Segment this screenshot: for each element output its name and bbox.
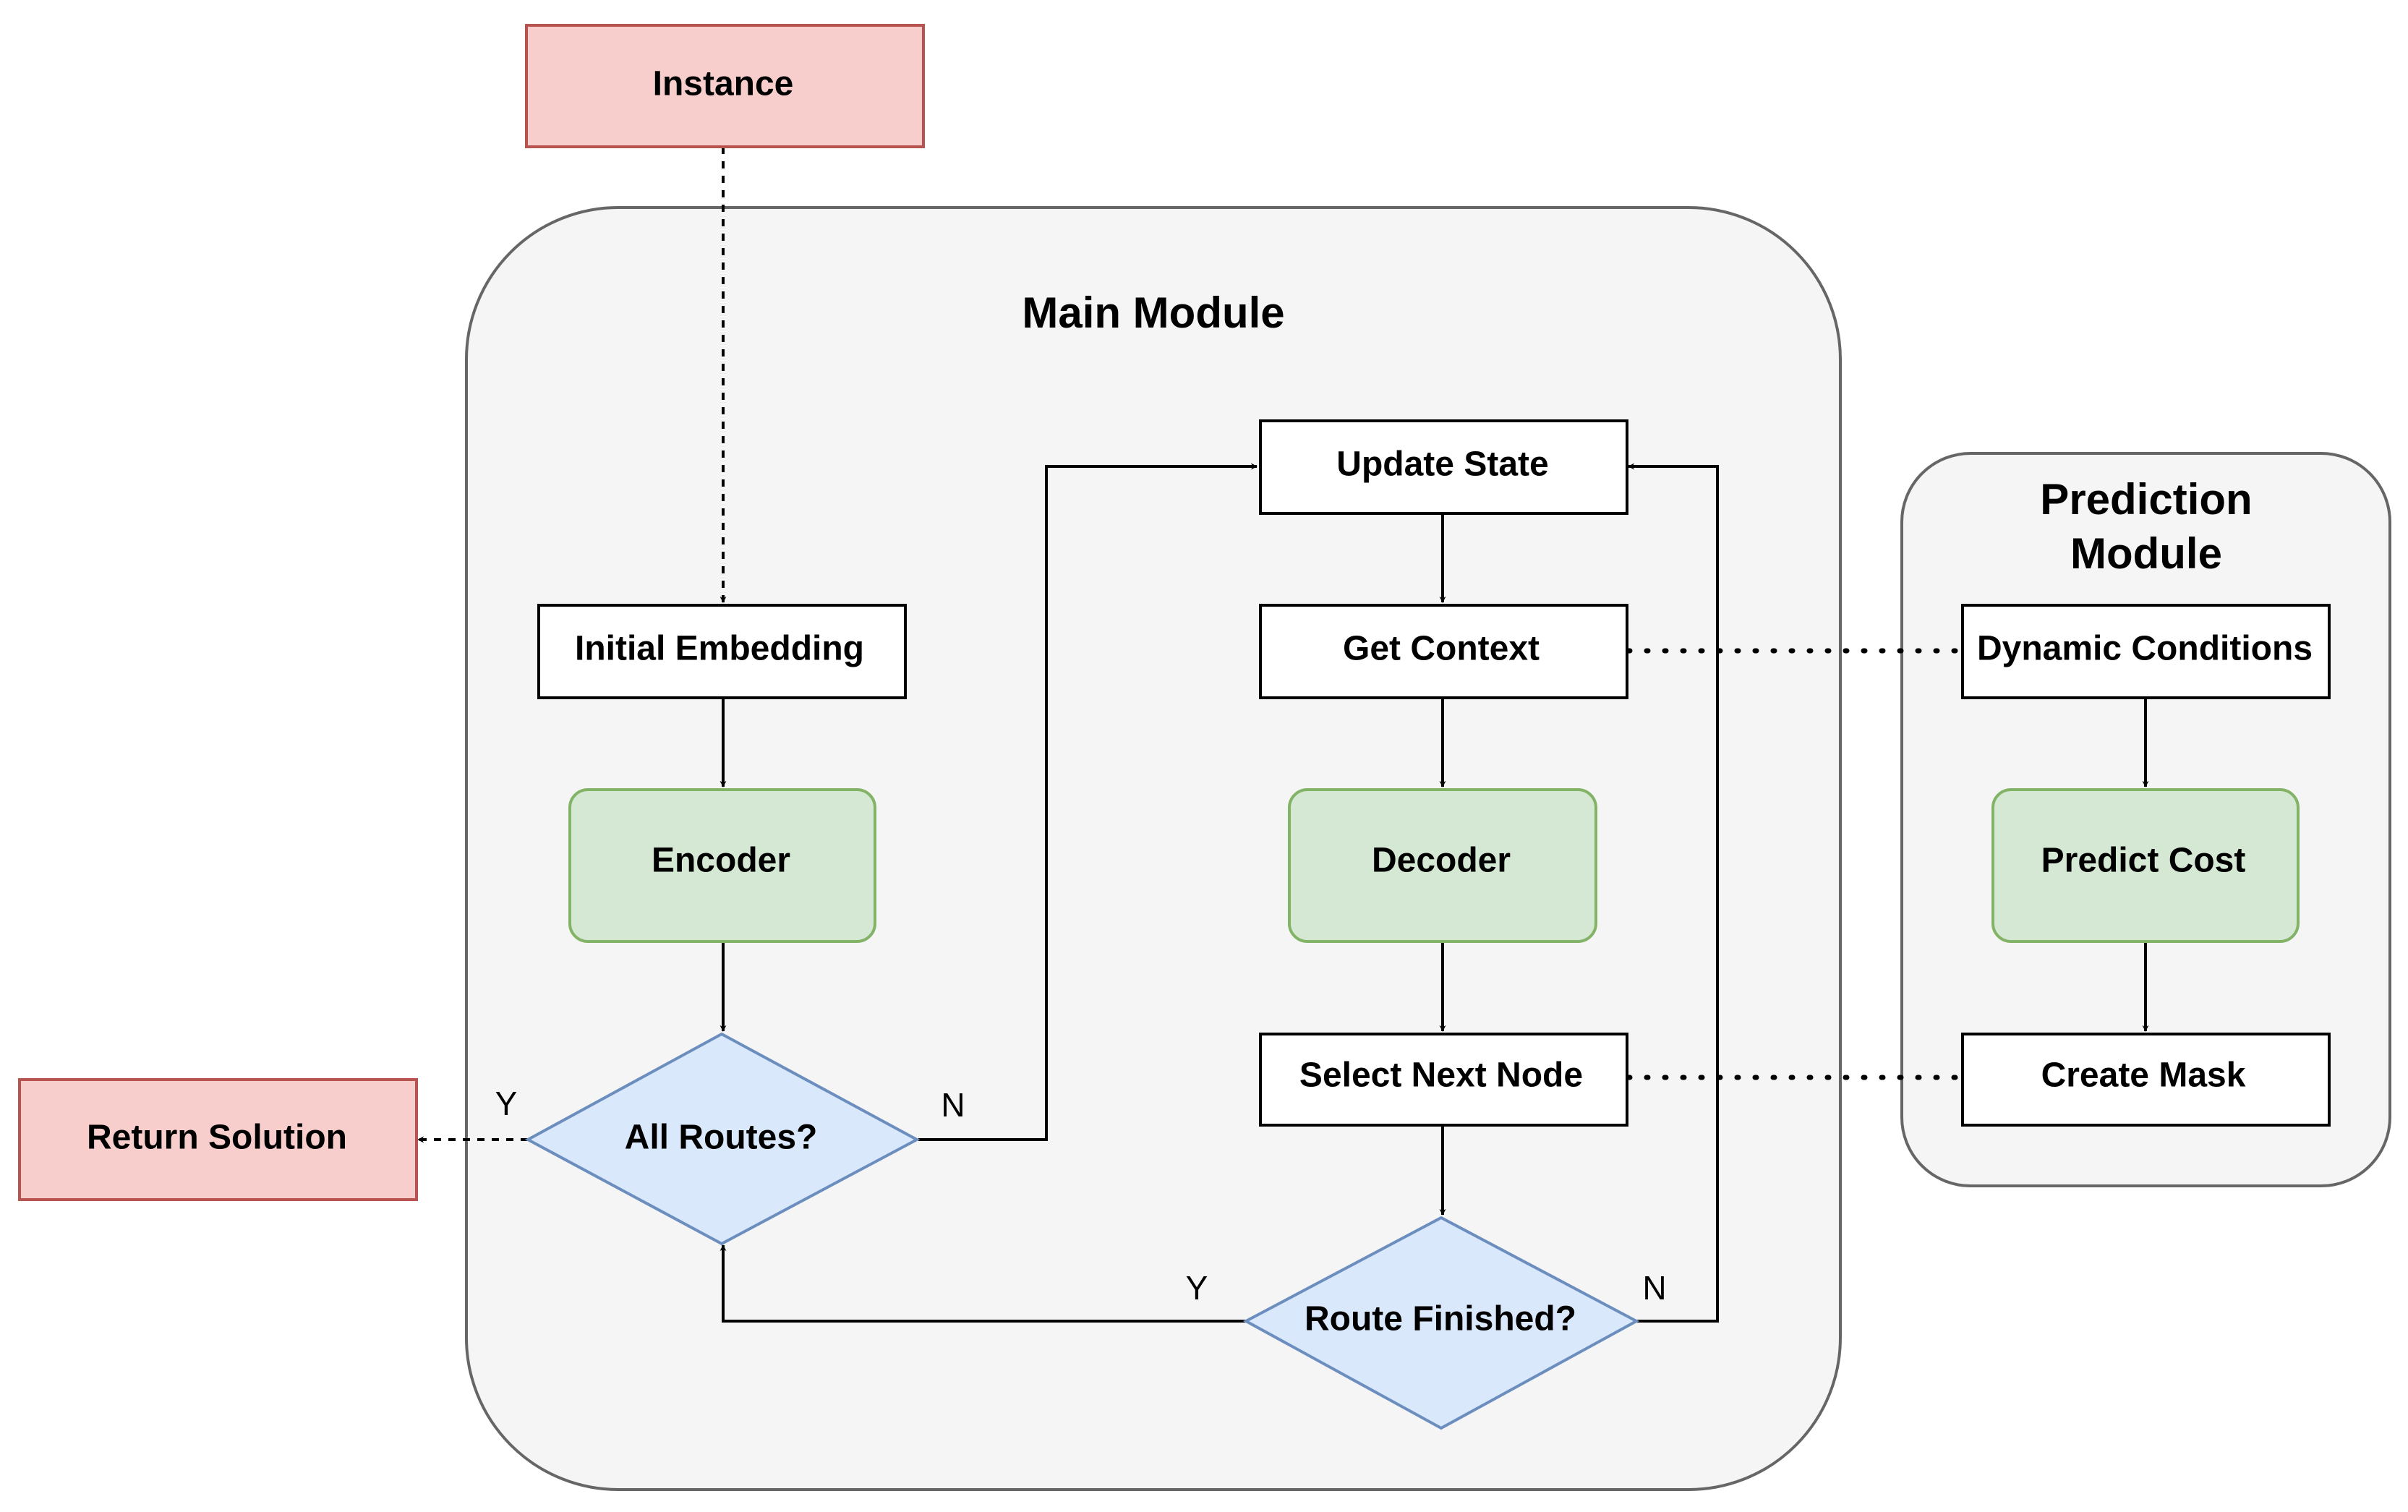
encoder-node — [568, 788, 876, 943]
route-finished-no-label: N — [1642, 1269, 1666, 1307]
all-routes-no-label: N — [941, 1086, 965, 1124]
select-next-node-label: Select Next Node — [1299, 1056, 1583, 1095]
create-mask-label: Create Mask — [2041, 1056, 2246, 1095]
initial-embedding-node — [537, 604, 907, 699]
edge-route-finished-to-all-routes — [720, 1244, 1246, 1323]
instance-label: Instance — [653, 65, 794, 103]
dynamic-conditions-node — [1961, 604, 2331, 699]
prediction-module-title-line1: Prediction — [2040, 475, 2252, 524]
get-context-node — [1259, 604, 1628, 699]
return-solution-label: Return Solution — [87, 1119, 347, 1157]
main-module-title: Main Module — [1022, 289, 1284, 337]
route-finished-label: Route Finished? — [1305, 1300, 1576, 1338]
instance-node — [525, 24, 925, 148]
update-state-label: Update State — [1336, 445, 1548, 484]
get-context-label: Get Context — [1343, 630, 1540, 668]
initial-embedding-label: Initial Embedding — [575, 630, 864, 668]
decoder-label: Decoder — [1372, 842, 1511, 880]
predict-cost-label: Predict Cost — [2041, 842, 2246, 880]
all-routes-decision — [524, 1032, 921, 1246]
predict-cost-node — [1991, 788, 2300, 943]
all-routes-label: All Routes? — [625, 1119, 818, 1157]
select-next-node-node — [1259, 1033, 1628, 1127]
prediction-module-title-line2: Module — [2070, 529, 2222, 578]
dynamic-conditions-label: Dynamic Conditions — [1977, 630, 2313, 668]
decoder-node — [1288, 788, 1597, 943]
edge-all-routes-to-update-state — [918, 463, 1258, 1141]
update-state-node — [1259, 419, 1628, 515]
route-finished-yes-label: Y — [1186, 1269, 1208, 1307]
edge-route-finished-to-update-state — [1628, 463, 1719, 1323]
create-mask-node — [1961, 1033, 2331, 1127]
return-solution-node — [18, 1078, 418, 1201]
route-finished-decision — [1242, 1216, 1640, 1430]
encoder-label: Encoder — [652, 842, 790, 880]
all-routes-yes-label: Y — [495, 1085, 518, 1122]
